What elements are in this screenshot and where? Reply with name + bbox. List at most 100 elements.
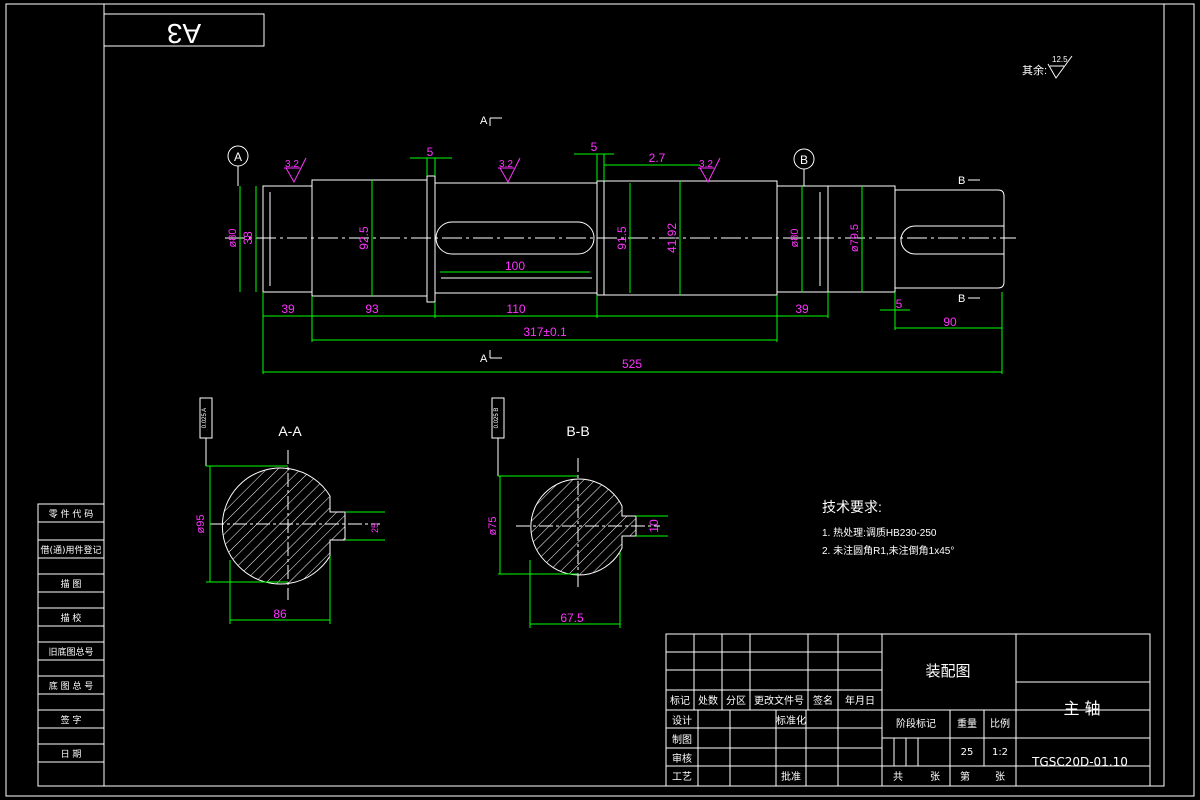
tb-approve: 批准 — [781, 770, 801, 783]
dim-dia-right-journal: ø80 — [789, 186, 803, 292]
cut-a-bottom-label: A — [480, 353, 488, 365]
strip-trace: 描 图 — [61, 578, 82, 590]
dim-top-5-mid: 5 — [574, 140, 614, 181]
dim-41-92: 41.92 — [665, 181, 681, 295]
tb-sheet-unit-1: 张 — [930, 771, 940, 783]
shaft-shoulder-collar — [426, 175, 436, 303]
tb-stage-label: 阶段标记 — [896, 717, 936, 730]
section-a-view: 0.025 A ø95 86 25 — [195, 397, 385, 624]
dim-keyway-100: 100 — [440, 259, 590, 273]
svg-text:3.2: 3.2 — [699, 159, 713, 170]
dim-39-right: 39 — [795, 302, 809, 316]
cut-b-top-label: B — [958, 175, 965, 187]
section-a-title: A-A — [278, 423, 302, 439]
tb-role-process: 工艺 — [672, 771, 692, 783]
dim-110: 110 — [506, 302, 525, 316]
tb-sheet-unit-2: 张 — [995, 771, 1005, 783]
shaft-main-view — [225, 175, 1016, 303]
cut-a-top-label: A — [480, 115, 488, 127]
section-b-view: 0.025 B ø75 67.5 10 — [487, 397, 668, 628]
dim-dia-79-5: ø79.5 — [849, 186, 863, 292]
dim-317: 317±0.1 — [312, 325, 777, 341]
svg-text:5: 5 — [427, 145, 434, 159]
tb-role-draw: 制图 — [672, 733, 692, 746]
sheet-size-label: A3 — [167, 18, 201, 49]
strip-trace-check: 描 校 — [61, 612, 82, 624]
dim-525: 525 — [263, 357, 1002, 373]
section-a-width: 86 — [273, 607, 287, 621]
sheet-inner-border — [103, 3, 1165, 787]
svg-text:100: 100 — [505, 259, 525, 273]
tb-col-change-doc: 更改文件号 — [754, 694, 804, 707]
svg-text:91.5: 91.5 — [615, 226, 629, 250]
dim-right-output: 5 90 — [880, 292, 1003, 374]
svg-text:2.7: 2.7 — [649, 151, 666, 165]
svg-text:ø80: ø80 — [227, 229, 239, 248]
dim-dia-left-journal: ø80 — [227, 186, 241, 292]
svg-text:41.92: 41.92 — [665, 223, 679, 253]
dim-39-left: 39 — [281, 302, 295, 316]
svg-text:ø79.5: ø79.5 — [849, 224, 861, 252]
strip-part-code: 零 件 代 码 — [49, 508, 94, 520]
datum-a-label: A — [234, 150, 242, 164]
tb-role-review: 审核 — [672, 752, 692, 765]
tb-drawing-type: 装配图 — [925, 662, 970, 680]
tb-weight-value: 25 — [961, 747, 974, 758]
tb-col-count: 处数 — [698, 694, 718, 707]
roughness-symbol-1: 3.2 — [284, 157, 307, 184]
dim-5-right: 5 — [896, 297, 903, 311]
svg-text:525: 525 — [622, 357, 642, 371]
svg-text:38: 38 — [241, 231, 255, 245]
tb-scale-label: 比例 — [990, 717, 1010, 730]
tb-standardization: 标准化 — [776, 714, 806, 727]
left-info-strip: 零 件 代 码 借(通)用件登记 描 图 描 校 旧底图总号 底 图 总 号 签… — [37, 503, 105, 787]
roughness-note-value: 12.5 — [1052, 55, 1068, 64]
datum-b-label: B — [800, 153, 808, 167]
strip-borrow-register: 借(通)用件登记 — [40, 544, 101, 556]
cut-b-bottom-label: B — [958, 293, 965, 305]
svg-text:317±0.1: 317±0.1 — [523, 325, 567, 339]
tb-total-label: 共 — [893, 771, 903, 783]
keyway-slot-output — [900, 225, 1004, 255]
dim-90: 90 — [943, 315, 957, 329]
svg-text:3.2: 3.2 — [285, 159, 299, 170]
dim-93: 93 — [365, 302, 379, 316]
section-b-width: 67.5 — [560, 611, 584, 625]
svg-text:92.5: 92.5 — [357, 226, 371, 250]
tb-part-name: 主 轴 — [1063, 699, 1100, 718]
tb-sheet-label: 第 — [960, 770, 970, 783]
roughness-symbol-2: 3.2 — [498, 157, 521, 184]
dim-top-2-7: 2.7 — [604, 151, 700, 166]
tol-frame-a: 0.025 A — [202, 408, 208, 428]
tb-role-design: 设计 — [672, 714, 692, 727]
strip-signature: 签 字 — [61, 714, 82, 726]
svg-text:5: 5 — [591, 140, 598, 154]
dim-top-5-left: 5 — [410, 145, 452, 176]
title-block: 标记 处数 分区 更改文件号 签名 年月日 设计 标准化 制图 审核 工艺 批准… — [665, 633, 1151, 787]
section-b-key-width: 10 — [647, 519, 661, 533]
sheet-size-box — [103, 13, 265, 47]
roughness-note-label: 其余: — [1022, 63, 1047, 77]
section-b-dia: ø75 — [487, 517, 499, 536]
tb-weight-label: 重量 — [957, 717, 977, 730]
keyway-slot-main — [435, 221, 595, 255]
tech-req-item-2: 2. 未注圆角R1,未注倒角1x45° — [822, 544, 954, 557]
roughness-symbol-3: 3.2 — [698, 157, 721, 184]
tb-col-zone: 分区 — [726, 695, 746, 707]
shaft-output-end — [894, 189, 1005, 289]
tb-drawing-number: TGSC20D-01.10 — [1031, 755, 1128, 769]
strip-date: 日 期 — [61, 749, 82, 760]
dim-38: 38 — [241, 186, 257, 292]
strip-base-number: 底 图 总 号 — [49, 680, 94, 692]
section-a-key-width: 25 — [370, 523, 380, 533]
svg-text:ø80: ø80 — [789, 229, 801, 248]
tech-req-title: 技术要求: — [822, 499, 882, 515]
dim-row-1: 39 93 110 39 — [262, 292, 829, 374]
dim-91-5: 91.5 — [615, 183, 631, 293]
section-a-dia: ø95 — [195, 515, 207, 534]
tb-col-date: 年月日 — [845, 694, 875, 707]
svg-text:3.2: 3.2 — [499, 159, 513, 170]
tol-frame-b: 0.025 B — [494, 408, 500, 429]
roughness-note-icon — [1047, 55, 1073, 79]
